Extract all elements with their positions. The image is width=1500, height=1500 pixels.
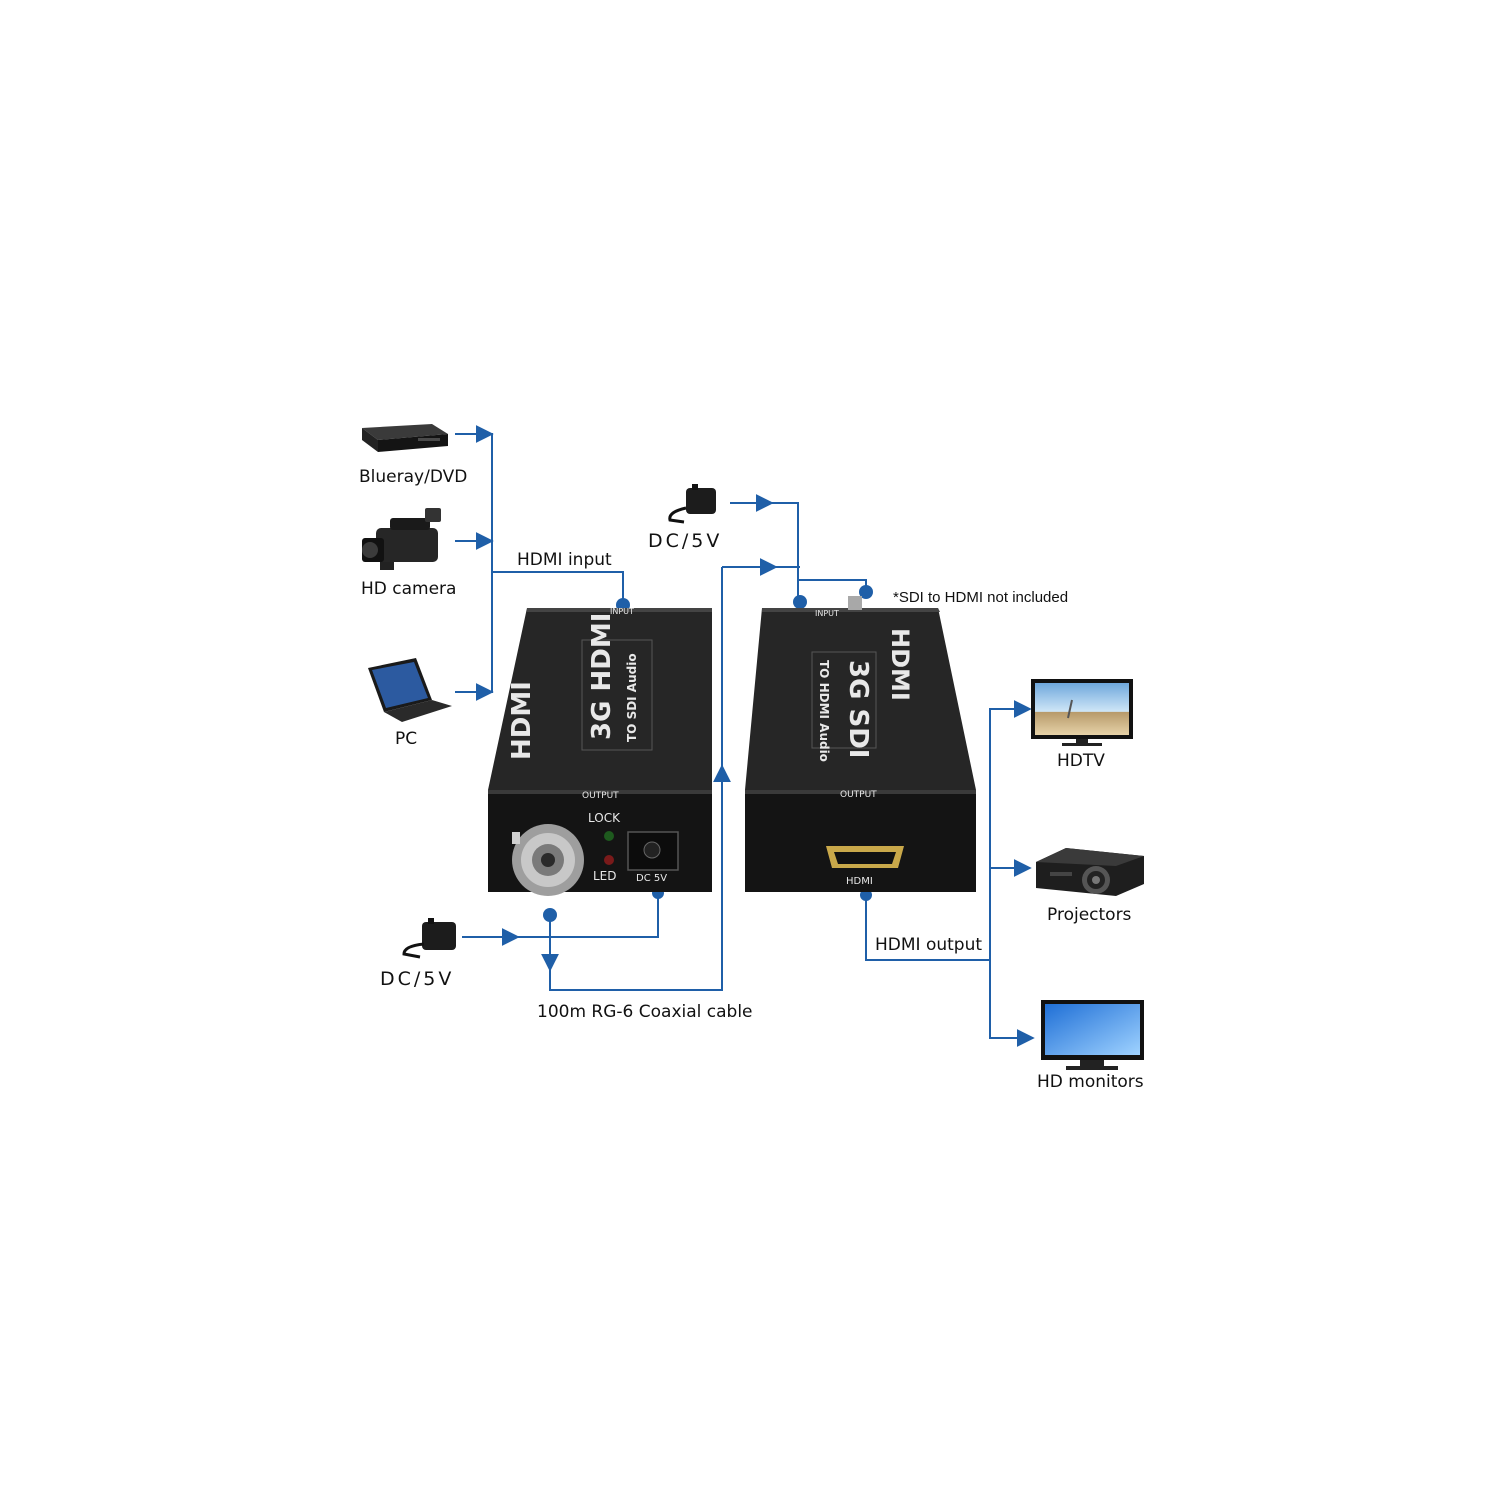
output-bus-line bbox=[989, 708, 1030, 1039]
receiver-bnc bbox=[848, 596, 862, 610]
hd-camera-label: HD camera bbox=[361, 579, 457, 599]
transmitter-device bbox=[488, 608, 712, 896]
device-labels: INPUT HDMI 3G HDMI TO SDI Audio OUTPUT L… bbox=[507, 607, 914, 887]
projector-icon bbox=[1036, 848, 1144, 896]
dot-tx-bnc bbox=[543, 908, 557, 922]
receiver-device bbox=[745, 596, 976, 892]
hdtv-icon bbox=[1031, 679, 1133, 746]
hdmi-output-line bbox=[865, 895, 990, 961]
rx-model: 3G SDI bbox=[843, 660, 873, 758]
coax-cable-label: 100m RG-6 Coaxial cable bbox=[537, 1002, 753, 1022]
rx-output-label: OUTPUT bbox=[840, 790, 877, 800]
bottom-dc-line bbox=[462, 893, 659, 938]
receiver-bnc-line bbox=[798, 579, 867, 592]
rx-subtitle: TO HDMI Audio bbox=[817, 660, 831, 762]
not-included-note: *SDI to HDMI not included bbox=[893, 589, 1069, 606]
tx-input-label: INPUT bbox=[610, 607, 634, 616]
rx-hdmi-port-label: HDMI bbox=[846, 876, 873, 887]
dc-top-label: DC/5V bbox=[648, 530, 723, 552]
hdmi-input-line bbox=[492, 571, 624, 604]
power-adapter-top-icon bbox=[668, 484, 716, 524]
tx-led-label: LED bbox=[593, 869, 617, 883]
tx-output-label: OUTPUT bbox=[582, 791, 619, 801]
tx-lock-label: LOCK bbox=[588, 811, 621, 825]
dc-bottom-label: DC/5V bbox=[380, 968, 455, 990]
hd-camera-icon bbox=[362, 508, 441, 570]
arrows bbox=[458, 425, 1035, 1047]
hdmi-output-label: HDMI output bbox=[875, 935, 983, 955]
bluray-player-icon bbox=[362, 424, 448, 452]
rx-brand: HDMI bbox=[886, 628, 914, 701]
hd-monitors-label: HD monitors bbox=[1037, 1072, 1144, 1092]
dot-rx-bnc bbox=[859, 585, 873, 599]
tx-dc-label: DC 5V bbox=[636, 873, 667, 884]
projectors-label: Projectors bbox=[1047, 905, 1132, 925]
tx-model: 3G HDMI bbox=[587, 613, 617, 740]
hdtv-label: HDTV bbox=[1057, 751, 1105, 771]
laptop-icon bbox=[368, 658, 452, 722]
power-led bbox=[604, 855, 614, 865]
pc-label: PC bbox=[395, 729, 418, 749]
tx-brand: HDMI bbox=[507, 681, 537, 760]
top-dc-line bbox=[730, 502, 799, 602]
hdmi-port bbox=[826, 846, 904, 868]
tx-subtitle: TO SDI Audio bbox=[625, 653, 639, 742]
bnc-connector bbox=[512, 824, 584, 896]
hd-monitor-icon bbox=[1041, 1000, 1144, 1070]
dot-rx-input bbox=[793, 595, 807, 609]
blueray-dvd-label: Blueray/DVD bbox=[359, 467, 468, 487]
rx-input-label: INPUT bbox=[815, 609, 839, 618]
lock-led bbox=[604, 831, 614, 841]
power-adapter-bottom-icon bbox=[402, 918, 456, 959]
hdmi-input-label: HDMI input bbox=[517, 550, 612, 570]
